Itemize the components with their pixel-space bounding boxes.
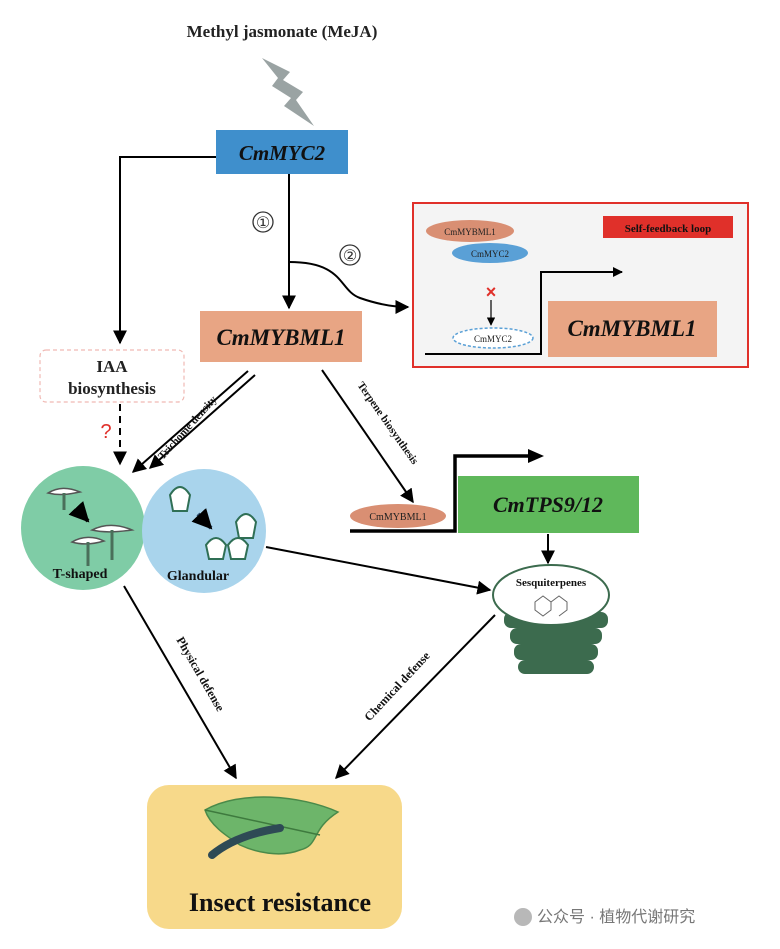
myc2-to-iaa-edge bbox=[113, 156, 216, 345]
lightning-icon bbox=[262, 58, 314, 126]
mybml1-to-tps-edge bbox=[321, 369, 414, 504]
glandular-trichome: Glandular bbox=[142, 469, 266, 593]
step-one-marker bbox=[252, 211, 274, 233]
cmmybml1-node: CmMYBML1 bbox=[200, 311, 362, 362]
t-shaped-trichome: T-shaped bbox=[21, 466, 145, 590]
feedback-oval-myc2-bound: CmMYC2 bbox=[474, 334, 512, 344]
feedback-gene-label: CmMYBML1 bbox=[567, 316, 696, 341]
watermark: 公众号 · 植物代谢研究 bbox=[514, 908, 695, 926]
terpene-biosynthesis-label: Terpene biosynthesis bbox=[355, 380, 421, 467]
cmmybml1-label: CmMYBML1 bbox=[216, 325, 345, 350]
promoter-mybml1-label: CmMYBML1 bbox=[369, 512, 426, 523]
cmmyc2-node: CmMYC2 bbox=[216, 130, 348, 174]
iaa-line1: IAA bbox=[96, 357, 128, 376]
block-cross-icon: × bbox=[486, 282, 497, 302]
cmtps-label: CmTPS9/12 bbox=[493, 492, 603, 517]
chemical-defense-label: Chemical defense bbox=[361, 648, 433, 724]
meja-title: Methyl jasmonate (MeJA) bbox=[187, 22, 378, 41]
insect-resistance-label: Insect resistance bbox=[189, 888, 371, 917]
feedback-oval-myc2: CmMYC2 bbox=[471, 249, 509, 259]
feedback-title: Self-feedback loop bbox=[625, 223, 711, 235]
insect-resistance-node: Insect resistance bbox=[147, 785, 402, 929]
self-feedback-panel: Self-feedback loop CmMYBML1 CmMYC2 × CmM… bbox=[412, 202, 749, 368]
step-one: ① bbox=[256, 215, 270, 232]
iaa-line2: biosynthesis bbox=[68, 379, 156, 398]
cmmyc2-label: CmMYC2 bbox=[239, 141, 326, 165]
myc2-to-feedback-edge bbox=[288, 261, 410, 314]
tps-gene-construct: CmMYBML1 CmTPS9/12 bbox=[350, 449, 639, 533]
caterpillar-icon bbox=[208, 824, 284, 859]
chemical-defense-edge bbox=[335, 614, 496, 780]
step-two-marker bbox=[339, 244, 361, 266]
iaa-node: IAA biosynthesis bbox=[39, 349, 185, 403]
uncertain-mark: ? bbox=[100, 421, 111, 443]
physical-defense-label: Physical defense bbox=[173, 634, 227, 714]
glandular-label: Glandular bbox=[167, 569, 229, 584]
sesquiterpenes-label: Sesquiterpenes bbox=[516, 577, 587, 589]
watermark-text: 公众号 · 植物代谢研究 bbox=[537, 908, 695, 926]
step-two: ② bbox=[343, 248, 357, 265]
physical-defense-edge bbox=[123, 585, 237, 780]
t-shaped-label: T-shaped bbox=[53, 567, 108, 582]
glandular-to-sesquiterpene-edge bbox=[265, 546, 492, 595]
trichome-density-label: Trichome density bbox=[156, 393, 220, 462]
feedback-oval-mybml1: CmMYBML1 bbox=[444, 227, 496, 237]
sesquiterpene-gland: Sesquiterpenes bbox=[492, 564, 610, 674]
